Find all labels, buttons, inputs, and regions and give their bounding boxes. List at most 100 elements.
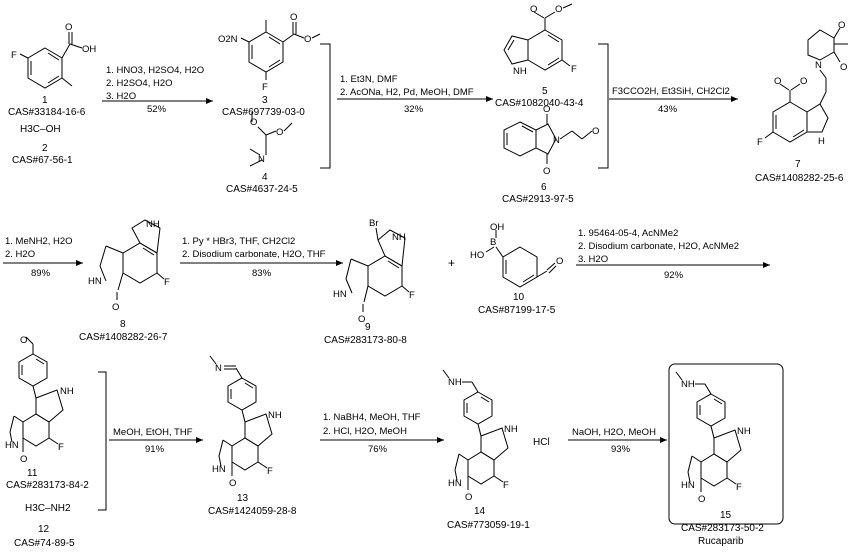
compound-cas: CAS#1424059-28-8 bbox=[208, 506, 297, 517]
step-condition: 2. Disodium carbonate, H2O, THF bbox=[182, 249, 326, 260]
step-condition: NaOH, H2O, MeOH bbox=[572, 427, 656, 438]
atom-label: HO bbox=[470, 250, 484, 261]
atom-label: HN bbox=[681, 480, 695, 491]
reaction-step-4: 1. MeNH2, H2O 2. H2O 89% bbox=[3, 236, 83, 279]
compound-formula: H3C–NH2 bbox=[25, 503, 71, 514]
compound-number: 6 bbox=[541, 182, 547, 193]
compound-number: 10 bbox=[513, 292, 525, 303]
step-condition: 2. Disodium carbonate, H2O, AcNMe2 bbox=[578, 241, 739, 252]
step-condition: 1. NaBH4, MeOH, THF bbox=[323, 412, 421, 423]
atom-label: F bbox=[409, 290, 415, 301]
step-yield: 92% bbox=[664, 270, 684, 281]
atom-label: F bbox=[164, 277, 170, 288]
atom-label: O bbox=[250, 117, 257, 128]
compound-number: 15 bbox=[720, 510, 732, 521]
compound-cas: CAS#1408282-25-6 bbox=[755, 173, 844, 184]
atom-label: O bbox=[358, 314, 365, 325]
structure-compound-6: O O N O bbox=[503, 104, 599, 177]
reaction-step-5: 1. Py * HBr3, THF, CH2Cl2 2. Disodium ca… bbox=[180, 236, 343, 279]
compound-cas: CAS#283173-84-2 bbox=[6, 480, 89, 491]
atom-label: HN bbox=[5, 440, 19, 451]
structure-compound-1: F O OH bbox=[11, 22, 96, 89]
atom-label: O bbox=[774, 76, 781, 87]
step-condition: 1. MeNH2, H2O bbox=[5, 236, 73, 247]
compound-cas: CAS#87199-17-5 bbox=[478, 305, 556, 316]
structure-compound-3: O2N O O F bbox=[218, 12, 321, 93]
atom-label: F bbox=[757, 137, 763, 148]
atom-label: O bbox=[276, 127, 283, 138]
reaction-step-6: 1. 95464-05-4, AcNMe2 2. Disodium carbon… bbox=[576, 228, 770, 281]
atom-label: NH bbox=[268, 410, 282, 421]
step-condition: 1. HNO3, H2SO4, H2O bbox=[106, 65, 204, 76]
atom-label: NH bbox=[60, 386, 74, 397]
compound-number: 1 bbox=[42, 95, 48, 106]
compound-cas: CAS#33184-16-6 bbox=[8, 107, 86, 118]
atom-label: B bbox=[490, 237, 496, 248]
atom-label: H bbox=[818, 136, 825, 147]
compound-cas: CAS#1408282-26-7 bbox=[79, 332, 168, 343]
atom-label: O2N bbox=[218, 34, 238, 45]
atom-label: HN bbox=[88, 276, 102, 287]
compound-cas: CAS#1082040-43-4 bbox=[495, 98, 584, 109]
compound-cas: CAS#283173-50-2 bbox=[681, 523, 764, 534]
atom-label: O bbox=[304, 34, 311, 45]
structure-compound-15: NH NH HN O F bbox=[675, 371, 751, 505]
atom-label: NH bbox=[448, 377, 462, 388]
step-condition: 1. 95464-05-4, AcNMe2 bbox=[578, 228, 678, 239]
reaction-step-1: 1. HNO3, H2SO4, H2O 2. H2SO4, H2O 3. H2O… bbox=[102, 65, 213, 115]
atom-label: O bbox=[530, 4, 537, 15]
compound-cas: CAS#283173-80-8 bbox=[324, 335, 407, 346]
atom-label: OH bbox=[82, 44, 96, 55]
atom-label: O bbox=[229, 478, 236, 489]
compound-formula: H3C–OH bbox=[20, 124, 61, 135]
atom-label: O bbox=[112, 302, 119, 313]
structure-compound-4: O O N bbox=[249, 112, 293, 167]
reaction-step-7: MeOH, EtOH, THF 91% bbox=[109, 427, 203, 455]
atom-label: O bbox=[465, 492, 472, 503]
step-yield: 43% bbox=[658, 104, 678, 115]
atom-label: NH bbox=[681, 379, 695, 390]
reaction-step-8: 1. NaBH4, MeOH, THF 2. HCl, H2O, MeOH 76… bbox=[320, 412, 444, 455]
step-yield: 93% bbox=[611, 444, 631, 455]
atom-label: NH bbox=[146, 219, 160, 230]
atom-label: F bbox=[571, 64, 577, 75]
step-yield: 91% bbox=[145, 444, 165, 455]
compound-number: 2 bbox=[42, 143, 48, 154]
atom-label: O bbox=[838, 20, 845, 31]
reaction-step-3: F3CCO2H, Et3SiH, CH2Cl2 43% bbox=[609, 86, 738, 115]
atom-label: NH bbox=[737, 426, 751, 437]
step-condition: F3CCO2H, Et3SiH, CH2Cl2 bbox=[612, 86, 730, 97]
atom-label: O bbox=[543, 166, 550, 177]
structure-compound-11: O NH HN O F bbox=[5, 335, 74, 465]
atom-label: OH bbox=[490, 222, 504, 233]
atom-label: O bbox=[556, 256, 563, 267]
step-yield: 76% bbox=[368, 444, 388, 455]
structure-compound-10: B OH HO O bbox=[470, 222, 563, 288]
reaction-step-2: 1. Et3N, DMF 2. AcONa, H2, Pd, MeOH, DMF… bbox=[337, 74, 493, 115]
compound-cas: CAS#697739-03-0 bbox=[222, 107, 305, 118]
atom-label: HN bbox=[212, 464, 226, 475]
atom-label: F bbox=[262, 82, 268, 93]
compound-name: Rucaparib bbox=[698, 536, 744, 547]
compound-number: 8 bbox=[120, 319, 126, 330]
compound-number: 3 bbox=[262, 95, 268, 106]
step-condition: MeOH, EtOH, THF bbox=[113, 427, 193, 438]
compound-number: 12 bbox=[38, 524, 50, 535]
step-yield: 32% bbox=[404, 104, 424, 115]
reaction-step-9: NaOH, H2O, MeOH 93% bbox=[568, 427, 667, 455]
compound-number: 11 bbox=[27, 468, 38, 479]
atom-label: F bbox=[736, 482, 742, 493]
atom-label: O bbox=[20, 454, 27, 465]
step-yield: 83% bbox=[252, 268, 272, 279]
compound-number: 4 bbox=[262, 172, 268, 183]
salt-label: HCl bbox=[533, 437, 550, 448]
step-condition: 2. H2SO4, H2O bbox=[106, 78, 173, 89]
compound-cas: CAS#773059-19-1 bbox=[447, 520, 530, 531]
compound-number: 5 bbox=[542, 86, 548, 97]
atom-label: O bbox=[800, 76, 807, 87]
atom-label: O bbox=[20, 335, 27, 346]
atom-label: F bbox=[11, 50, 17, 61]
atom-label: N bbox=[215, 363, 222, 374]
atom-label: HN bbox=[333, 289, 347, 300]
